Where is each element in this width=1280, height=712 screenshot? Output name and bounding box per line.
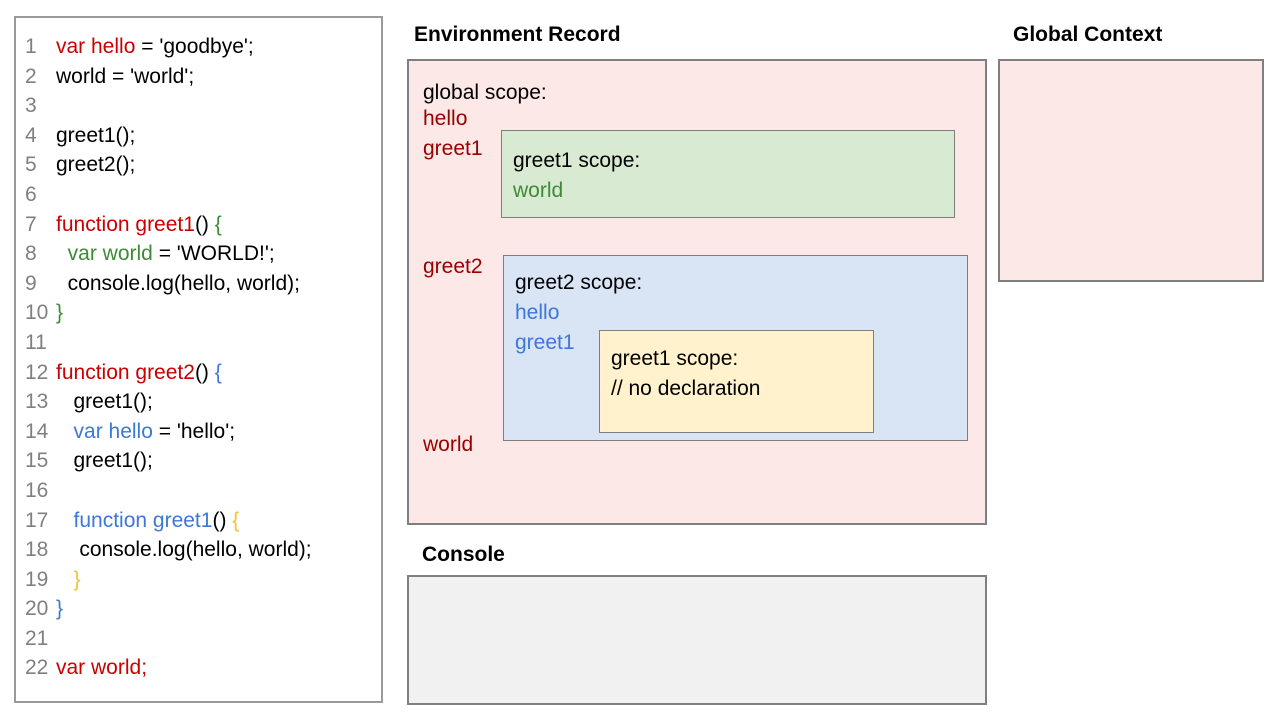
line-number: 22 (25, 656, 49, 680)
greet2-scope-member-greet1: greet1 (515, 331, 575, 354)
code-segment: { (232, 508, 240, 532)
code-line: 21 (16, 624, 381, 654)
code-segment (56, 242, 68, 265)
line-number: 14 (25, 419, 49, 443)
code-line: 15 greet1(); (16, 446, 381, 476)
code-segment (56, 420, 74, 443)
code-segment: var hello (73, 419, 153, 443)
global-context-title: Global Context (1013, 23, 1163, 46)
code-line: 11 (16, 328, 381, 358)
line-number: 4 (25, 123, 37, 147)
code-segment: = 'goodbye'; (135, 35, 254, 58)
line-number: 7 (25, 212, 37, 236)
line-number: 15 (25, 449, 49, 473)
code-line: 8 var world = 'WORLD!'; (16, 239, 381, 269)
line-number: 13 (25, 390, 49, 414)
line-number: 19 (25, 567, 49, 591)
code-segment (56, 568, 74, 591)
line-number: 20 (25, 597, 49, 621)
code-segment: } (73, 567, 81, 591)
inner-greet1-scope-box: greet1 scope: // no declaration (599, 330, 874, 433)
line-number: 5 (25, 153, 37, 177)
code-segment: console.log(hello, world); (56, 538, 312, 562)
code-line: 19 } (16, 565, 381, 595)
code-segment: = 'hello'; (152, 419, 236, 443)
code-segment: } (56, 301, 64, 325)
console-box (407, 575, 987, 705)
inner-greet1-scope-label: greet1 scope: (611, 347, 739, 370)
line-number: 16 (25, 478, 49, 502)
greet2-scope-box: greet2 scope: hello greet1 greet1 scope:… (503, 255, 968, 441)
code-segment: world = 'world'; (56, 64, 195, 88)
greet1-scope-member-world: world (513, 179, 564, 202)
code-segment: greet1(); (56, 449, 153, 473)
code-line: 4 greet1(); (16, 121, 381, 151)
line-number: 2 (25, 64, 37, 88)
greet2-scope-label: greet2 scope: (515, 271, 643, 294)
greet2-scope-member-hello: hello (515, 301, 560, 324)
line-number: 12 (25, 360, 49, 384)
code-line: 1 var hello = 'goodbye'; (16, 32, 381, 62)
code-line: 16 (16, 476, 381, 506)
code-segment: var hello (56, 35, 136, 58)
code-line: 14 var hello = 'hello'; (16, 417, 381, 447)
code-segment: function greet1 (56, 212, 195, 236)
global-scope-member-world: world (423, 433, 474, 456)
code-segment: { (214, 360, 222, 384)
global-context-box (998, 59, 1264, 282)
code-line: 20} (16, 594, 381, 624)
global-scope-label: global scope: (423, 81, 547, 104)
code-segment: () (212, 508, 233, 532)
line-number: 18 (25, 538, 49, 562)
greet1-scope-label: greet1 scope: (513, 149, 641, 172)
greet1-scope-box: greet1 scope: world (501, 130, 955, 218)
code-line: 9 console.log(hello, world); (16, 269, 381, 299)
global-scope-member-greet2: greet2 (423, 255, 483, 278)
line-number: 17 (25, 508, 49, 532)
code-segment: function greet1 (73, 508, 213, 532)
global-scope-member-hello: hello (423, 107, 468, 130)
code-segment: var world (67, 242, 153, 266)
code-line: 5 greet2(); (16, 150, 381, 180)
line-number: 11 (25, 330, 47, 354)
global-scope-member-greet1: greet1 (423, 137, 483, 160)
code-lines: 1 var hello = 'goodbye'; 2 world = 'world';… (16, 32, 381, 683)
code-line: 6 (16, 180, 381, 210)
code-line: 7 function greet1() { (16, 210, 381, 240)
code-editor-panel: 1 var hello = 'goodbye'; 2 world = 'world';… (14, 16, 383, 703)
global-scope-box: global scope: hello greet1 greet2 world … (407, 59, 987, 525)
code-segment: greet1(); (56, 123, 136, 147)
code-segment: () (194, 360, 215, 384)
code-line: 10} (16, 298, 381, 328)
inner-greet1-scope-comment: // no declaration (611, 377, 761, 400)
line-number: 6 (25, 182, 37, 206)
code-segment: () (194, 212, 215, 236)
line-number: 10 (25, 301, 49, 325)
code-line: 13 greet1(); (16, 387, 381, 417)
code-segment: greet2(); (56, 153, 136, 177)
line-number: 21 (25, 626, 49, 650)
code-segment: = 'WORLD!'; (152, 242, 275, 266)
environment-record-title: Environment Record (414, 23, 621, 46)
line-number: 1 (25, 35, 37, 58)
code-segment: function greet2 (56, 360, 195, 384)
code-segment (56, 509, 74, 532)
code-segment: } (56, 597, 64, 621)
code-line: 2 world = 'world'; (16, 62, 381, 92)
line-number: 3 (25, 94, 37, 118)
code-segment: greet1(); (56, 390, 153, 414)
code-line: 17 function greet1() { (16, 506, 381, 536)
code-segment: var world; (56, 656, 148, 680)
code-line: 22 var world; (16, 653, 381, 683)
code-line: 18 console.log(hello, world); (16, 535, 381, 565)
code-line: 12 function greet2() { (16, 358, 381, 388)
line-number: 8 (25, 242, 37, 266)
code-segment: console.log(hello, world); (56, 271, 300, 295)
code-line: 3 (16, 91, 381, 121)
code-segment: { (214, 212, 222, 236)
line-number: 9 (25, 271, 37, 295)
console-title: Console (422, 543, 505, 566)
